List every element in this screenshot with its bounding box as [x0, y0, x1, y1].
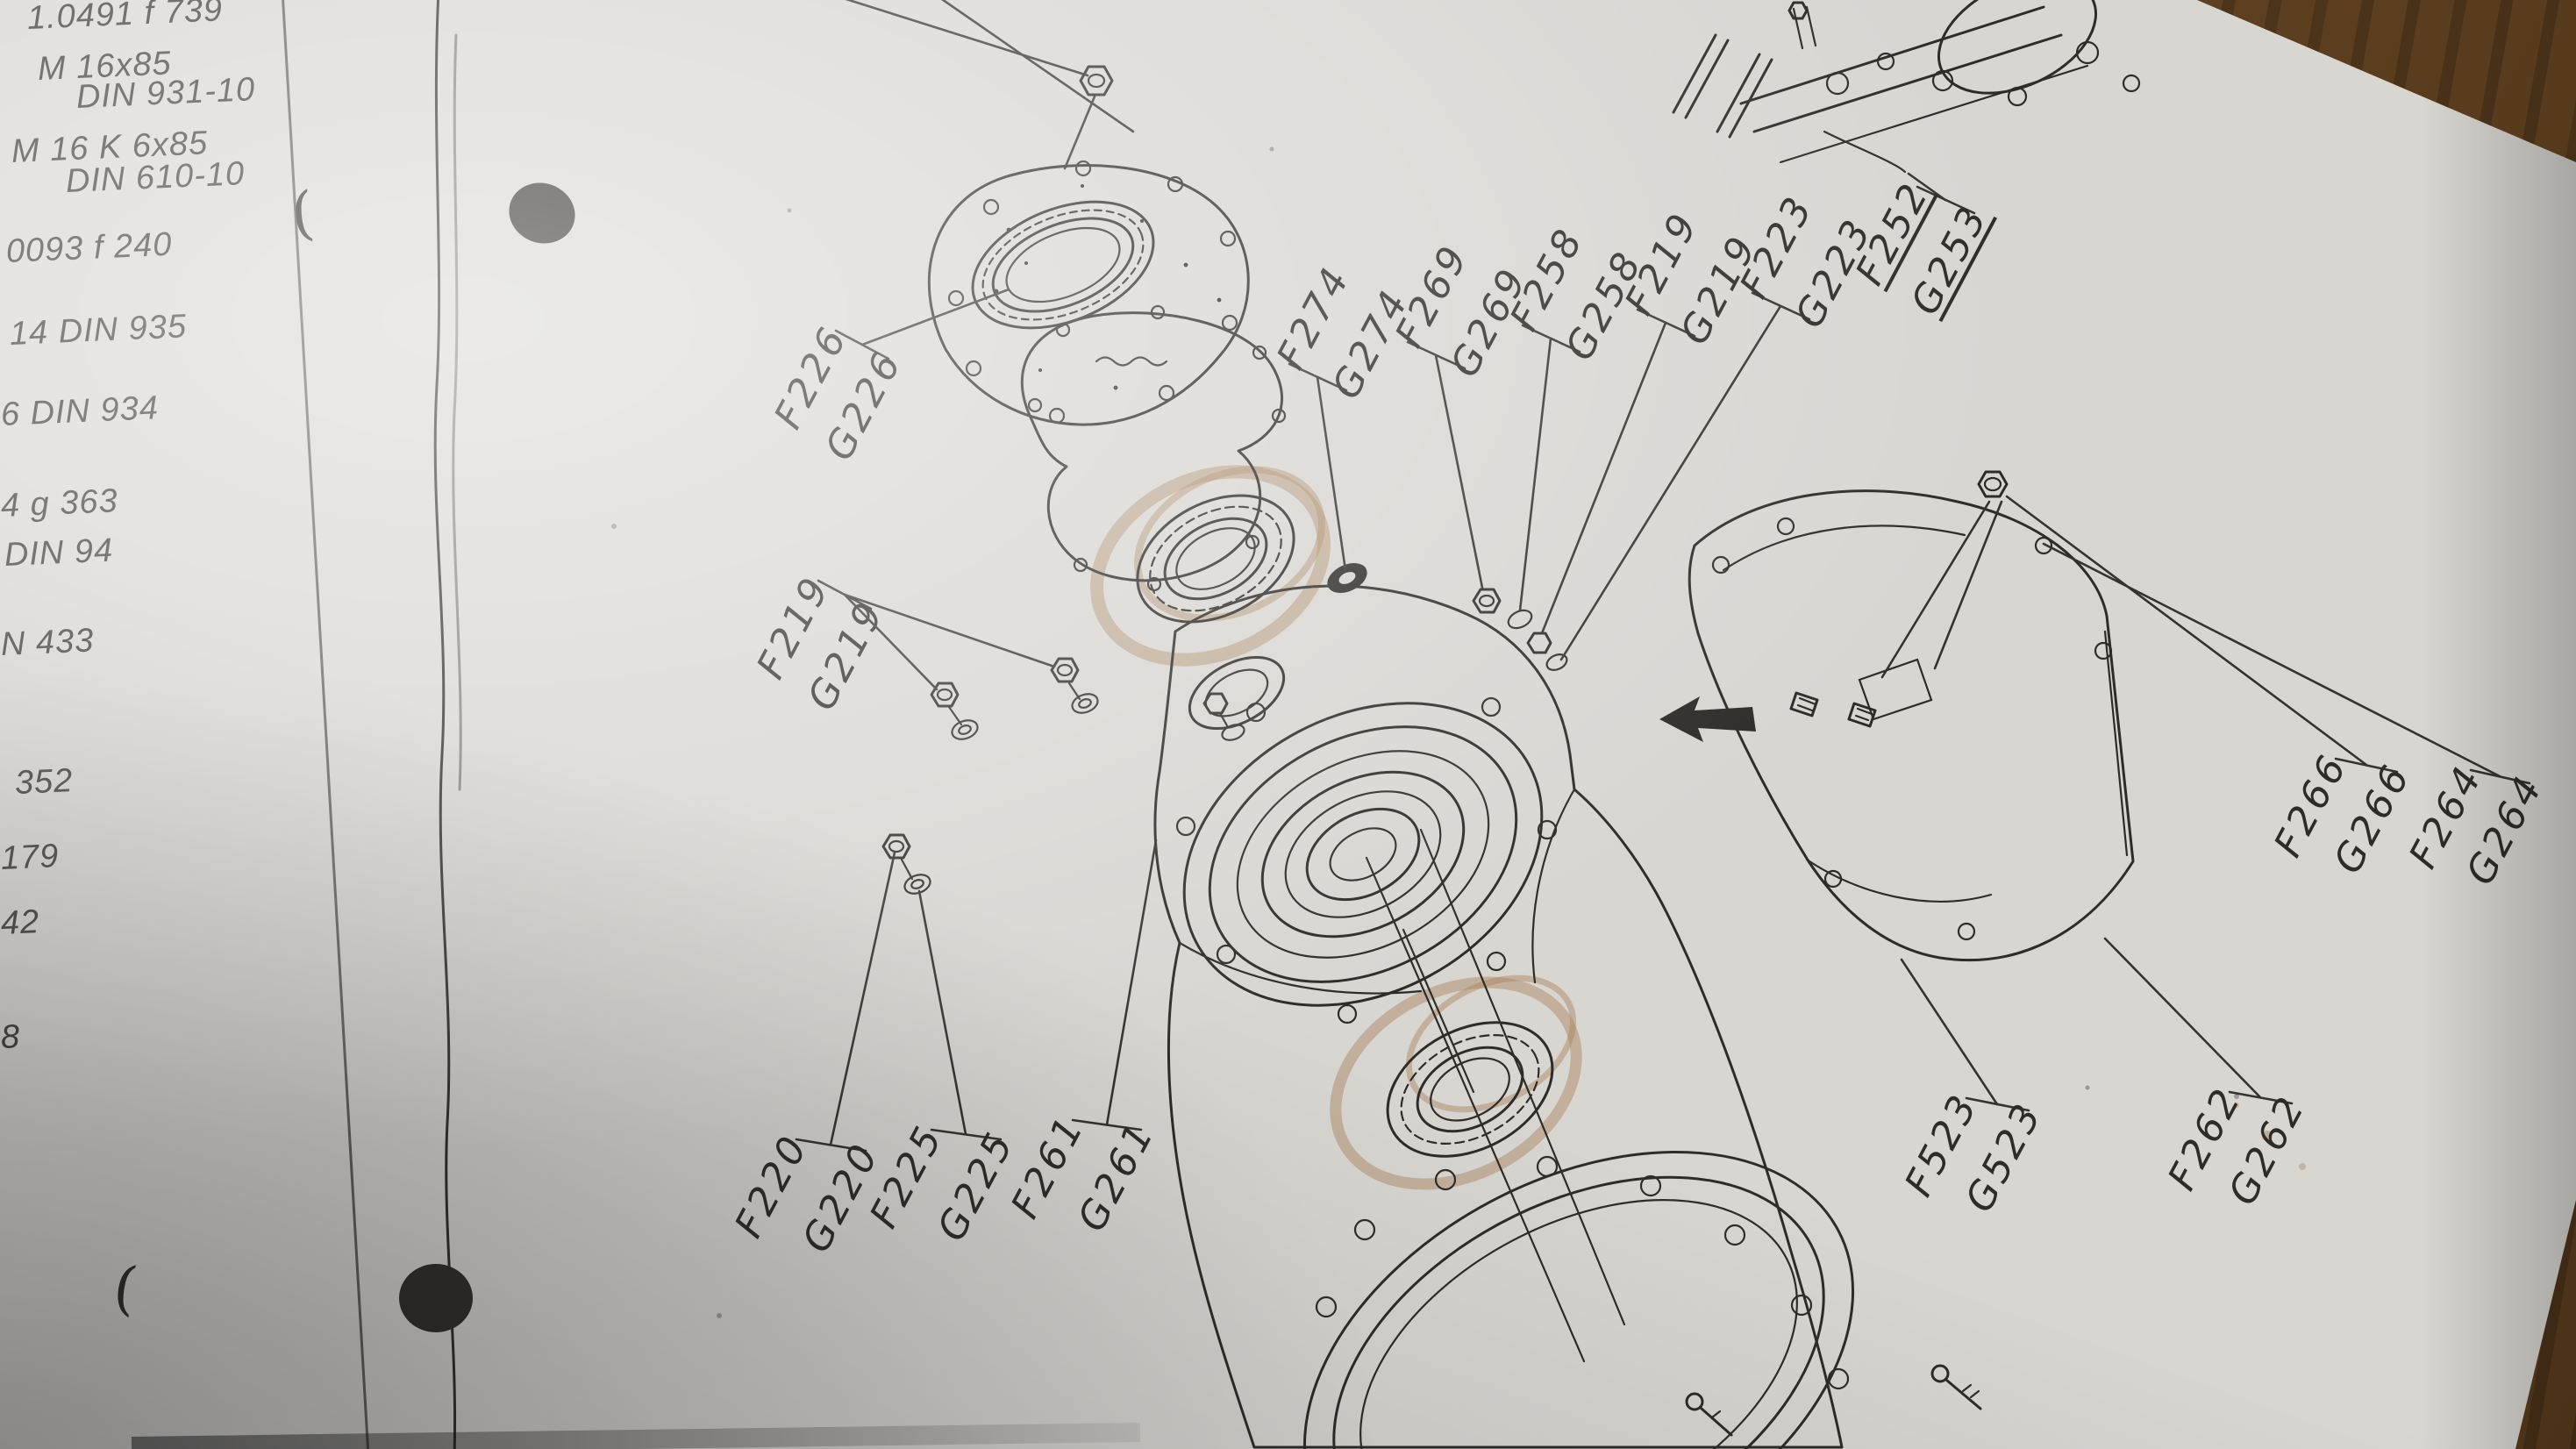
- margin-entry: 6 DIN 934: [0, 389, 160, 433]
- gasket: [1020, 304, 1287, 592]
- hex-nut: [1079, 65, 1114, 96]
- end-cover-plate: [1659, 470, 2135, 962]
- margin-entry: 14 DIN 935: [9, 308, 188, 353]
- page-binding-edge: [433, 0, 462, 1449]
- seal-washer: [1327, 563, 1367, 593]
- margin-entry: DIN 610-10: [65, 155, 246, 200]
- margin-entry: DIN 94: [4, 532, 114, 574]
- margin-entry: 179: [0, 838, 61, 877]
- rear-bearing: [1386, 1021, 1554, 1158]
- binder-hole-mark: [399, 182, 575, 1332]
- margin-entry: 352: [14, 762, 75, 802]
- stain-ring: [1090, 465, 2306, 1190]
- top-leader-lines: [833, 0, 1135, 170]
- margin-entry: 8: [0, 1018, 21, 1056]
- margin-entry: 42: [0, 903, 41, 942]
- margin-entry: N 433: [0, 622, 96, 663]
- margin-entry: DIN 931-10: [75, 71, 256, 116]
- bell-housing: [927, 160, 1250, 426]
- margin-entry: 4 g 363: [0, 482, 119, 525]
- top-right-assembly: [1672, 0, 2141, 174]
- direction-arrow-icon: [1659, 696, 1756, 742]
- margin-entry: 0093 f 240: [5, 225, 174, 270]
